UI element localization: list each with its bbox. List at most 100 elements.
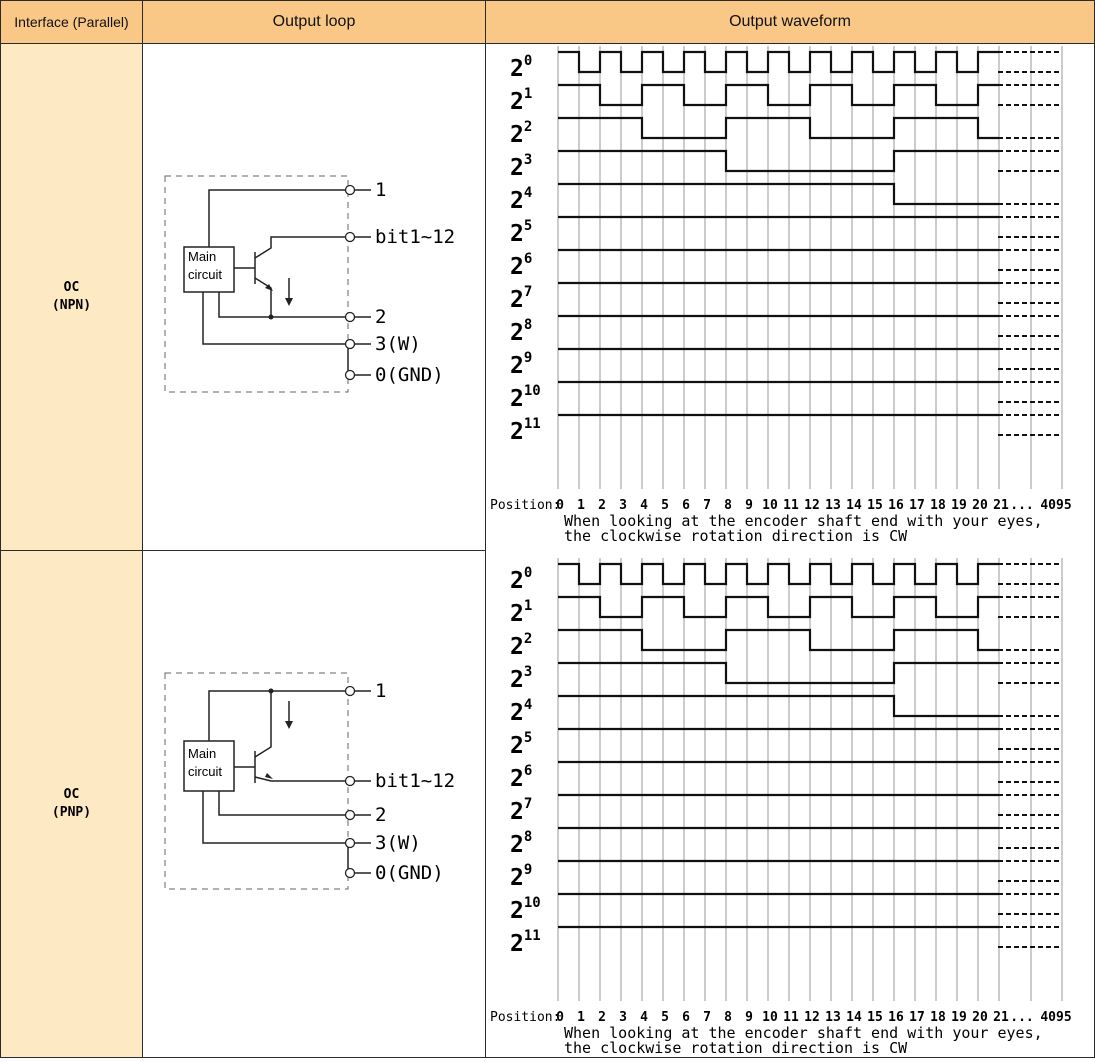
bit-label: 23: [510, 152, 532, 181]
waveform-line: [558, 116, 999, 140]
output-loop-npn: Main circuit 1 bit1~12 2 3(W) 0(GND): [142, 43, 486, 551]
position-tick-label: 5: [661, 1010, 669, 1025]
bit-label: 22: [510, 119, 532, 148]
position-tick-label: 15: [867, 1010, 883, 1025]
bit-label: 27: [510, 284, 532, 313]
bit-label: 211: [510, 928, 541, 957]
position-tick-label: 14: [846, 1010, 862, 1025]
bit-label: 26: [510, 763, 532, 792]
waveform-line: [558, 661, 999, 685]
interface-type-line2: (NPN): [51, 298, 92, 313]
main-circuit-label: circuit: [188, 764, 222, 779]
position-tick-label: 13: [825, 498, 841, 513]
pin-label: 0(GND): [375, 364, 444, 386]
position-tick-label: 9: [745, 1010, 753, 1025]
bit-label: 23: [510, 664, 532, 693]
position-tick-label: 14: [846, 498, 862, 513]
waveform-line: [558, 50, 999, 74]
pin-label: 3(W): [375, 333, 421, 355]
terminal-icon: [344, 837, 356, 849]
terminal-icon: [344, 685, 356, 697]
bit-label: 28: [510, 829, 532, 858]
position-tick-label: 4095: [1040, 1010, 1071, 1025]
bit-label: 21: [510, 86, 532, 115]
pin-label: 1: [375, 179, 386, 201]
bit-label: 210: [510, 895, 541, 924]
rotation-note: When looking at the encoder shaft end wi…: [564, 512, 1043, 530]
position-tick-label: 1: [577, 1010, 585, 1025]
bit-label: 210: [510, 383, 541, 412]
position-tick-label: 16: [888, 1010, 904, 1025]
position-tick-label: ...: [1010, 498, 1033, 513]
bit-label: 28: [510, 317, 532, 346]
position-tick-label: 1: [577, 498, 585, 513]
interface-type-line1: OC: [63, 787, 80, 802]
pin-label: 2: [375, 804, 386, 826]
terminal-icon: [344, 184, 356, 196]
position-tick-label: 7: [703, 498, 711, 513]
position-tick-label: 17: [909, 498, 925, 513]
position-tick-label: 2: [598, 1010, 606, 1025]
bit-label: 26: [510, 251, 532, 280]
bit-label: 25: [510, 730, 532, 759]
position-tick-label: 4: [640, 498, 648, 513]
position-tick-label: 3: [619, 1010, 627, 1025]
bit-label: 24: [510, 697, 532, 726]
position-tick-label: 10: [762, 498, 778, 513]
terminal-icon: [344, 775, 356, 787]
interface-type-npn: OC (NPN): [0, 43, 143, 551]
bit-label: 27: [510, 796, 532, 825]
interface-type-line2: (PNP): [51, 805, 92, 820]
waveform-line: [558, 83, 999, 107]
position-tick-label: 12: [804, 1010, 820, 1025]
terminal-icon: [344, 809, 356, 821]
position-tick-label: 18: [930, 1010, 946, 1025]
bit-label: 211: [510, 416, 541, 445]
output-loop-pnp: Main circuit 1 bit1~12 2 3(W) 0(GND): [142, 550, 486, 1058]
position-label: Position:: [490, 498, 560, 513]
rotation-note: the clockwise rotation direction is CW: [564, 1039, 908, 1057]
pin-label: 1: [375, 680, 386, 702]
bit-label: 24: [510, 185, 532, 214]
interface-type-line1: OC: [63, 280, 80, 295]
header-output-waveform: Output waveform: [485, 0, 1095, 44]
waveform-line: [558, 628, 999, 652]
bit-label: 29: [510, 350, 532, 379]
position-tick-label: 10: [762, 1010, 778, 1025]
bit-label: 25: [510, 218, 532, 247]
pin-label: bit1~12: [375, 770, 455, 792]
main-circuit-label: Main: [188, 746, 216, 761]
waveform-line: [558, 595, 999, 619]
position-tick-label: ...: [1010, 1010, 1033, 1025]
position-tick-label: 17: [909, 1010, 925, 1025]
terminal-icon: [344, 338, 356, 350]
terminal-icon: [344, 231, 356, 243]
waveform-line: [558, 694, 999, 718]
position-tick-label: 3: [619, 498, 627, 513]
rotation-note: When looking at the encoder shaft end wi…: [564, 1024, 1043, 1042]
bit-label: 29: [510, 862, 532, 891]
position-tick-label: 2: [598, 498, 606, 513]
header-interface: Interface (Parallel): [0, 0, 143, 44]
position-tick-label: 9: [745, 498, 753, 513]
position-tick-label: 4095: [1040, 498, 1071, 513]
pnp-circuit-diagram: Main circuit 1 bit1~12 2 3(W) 0(GND): [164, 672, 455, 890]
pin-label: 2: [375, 306, 386, 328]
header-output-loop: Output loop: [142, 0, 486, 44]
bit-label: 21: [510, 598, 532, 627]
pin-label: 3(W): [375, 832, 421, 854]
position-tick-label: 0: [556, 1010, 564, 1025]
interface-type-pnp: OC (PNP): [0, 550, 143, 1058]
position-tick-label: 20: [972, 1010, 988, 1025]
position-tick-label: 12: [804, 498, 820, 513]
bit-label: 20: [510, 53, 532, 82]
position-tick-label: 4: [640, 1010, 648, 1025]
position-tick-label: 20: [972, 498, 988, 513]
position-tick-label: 21: [993, 1010, 1009, 1025]
position-tick-label: 0: [556, 498, 564, 513]
position-tick-label: 16: [888, 498, 904, 513]
main-circuit-label: Main: [188, 249, 216, 264]
position-tick-label: 6: [682, 498, 690, 513]
pin-label: bit1~12: [375, 226, 455, 248]
